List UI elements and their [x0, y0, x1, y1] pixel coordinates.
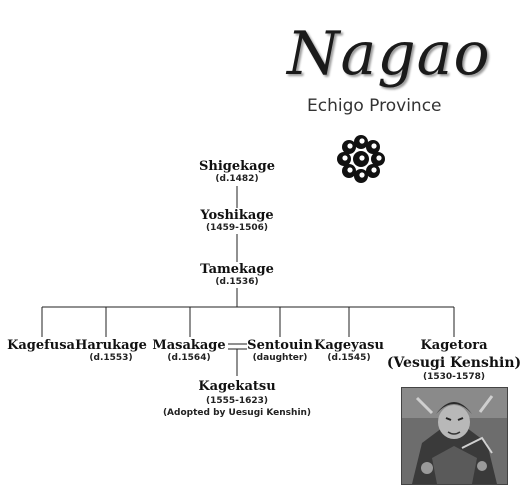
person-name: Shigekage: [199, 159, 275, 174]
person-harukage: Harukage (d.1553): [75, 339, 147, 364]
person-dates: (1459-1506): [205, 223, 269, 233]
person-dates: (d.1536): [215, 277, 259, 287]
person-tamekage: Tamekage (d.1536): [200, 263, 274, 288]
person-masakage: Masakage (d.1564): [152, 339, 225, 364]
person-name: Masakage: [152, 338, 226, 353]
person-dates: (1530-1578): [422, 372, 486, 382]
person-name: Kageyasu: [314, 338, 384, 353]
person-sentouin: Sentouin (daughter): [247, 339, 313, 364]
person-name: Kagetora: [420, 338, 488, 353]
person-dates: (d.1553): [89, 353, 133, 363]
kagetora-portrait: [401, 387, 508, 485]
person-dates: (d.1482): [215, 174, 259, 184]
province-subtitle: Echigo Province: [307, 96, 442, 116]
person-note: (Adopted by Uesugi Kenshin): [162, 408, 312, 418]
person-kagefusa: Kagefusa: [7, 339, 75, 353]
person-dates: (d.1545): [327, 353, 371, 363]
person-name: Tamekage: [200, 262, 274, 277]
person-name: Kagefusa: [7, 338, 75, 353]
tomoe-crest-icon: [337, 135, 385, 183]
person-alias: (Vesugi Kenshin): [386, 355, 522, 371]
person-name: Sentouin: [247, 338, 313, 353]
person-dates: (daughter): [252, 353, 308, 363]
person-yoshikage: Yoshikage (1459-1506): [200, 209, 273, 234]
portrait-image: [402, 388, 507, 484]
person-kagetora: Kagetora (Vesugi Kenshin) (1530-1578): [387, 339, 521, 383]
person-dates: (1555-1623): [205, 396, 269, 406]
person-name: Harukage: [75, 338, 147, 353]
person-shigekage: Shigekage (d.1482): [199, 160, 275, 185]
person-kageyasu: Kageyasu (d.1545): [314, 339, 384, 364]
person-name: Kagekatsu: [198, 379, 276, 394]
person-kagekatsu: Kagekatsu (1555-1623) (Adopted by Uesugi…: [163, 380, 311, 419]
person-dates: (d.1564): [167, 353, 211, 363]
clan-title: Nagao: [287, 19, 491, 89]
person-name: Yoshikage: [200, 208, 274, 223]
